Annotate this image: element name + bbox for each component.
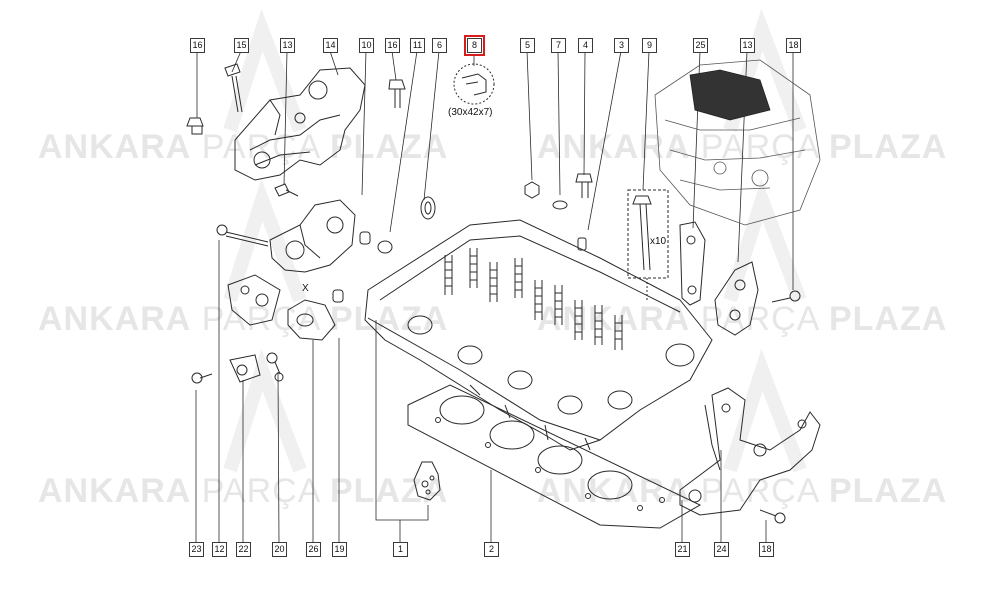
cylinder-head — [364, 219, 713, 451]
callout-15[interactable]: 15 — [234, 38, 249, 53]
sleeve — [577, 237, 587, 251]
housing — [287, 299, 336, 341]
bolt — [266, 352, 284, 382]
bolt — [274, 183, 299, 197]
callout-13[interactable]: 13 — [740, 38, 755, 53]
bolt — [771, 290, 801, 303]
bolt — [216, 224, 269, 247]
callout-1[interactable]: 1 — [393, 542, 408, 557]
callout-24[interactable]: 24 — [714, 542, 729, 557]
callout-25[interactable]: 25 — [693, 38, 708, 53]
callout-8-highlighted[interactable]: 8 — [464, 35, 485, 56]
callout-12[interactable]: 12 — [212, 542, 227, 557]
gearbox-mount-bracket — [679, 387, 821, 516]
bracket — [714, 261, 759, 336]
bolt-quantity-label: x10 — [650, 236, 667, 247]
callout-13[interactable]: 13 — [280, 38, 295, 53]
bracket — [679, 221, 706, 306]
lower-mount-bracket — [269, 199, 356, 273]
upper-engine-mount-bracket — [234, 67, 366, 181]
mark-x-label: X — [302, 283, 309, 294]
callout-18[interactable]: 18 — [786, 38, 801, 53]
camshaft-seal-detail — [453, 63, 495, 105]
callout-18[interactable]: 18 — [759, 542, 774, 557]
bolt — [575, 173, 593, 198]
callout-3[interactable]: 3 — [614, 38, 629, 53]
watermark-text: ANKARA PARÇA PLAZA — [38, 472, 449, 510]
callout-9[interactable]: 9 — [642, 38, 657, 53]
dowel-pin — [359, 231, 371, 245]
nut — [524, 181, 540, 199]
bushing — [377, 240, 393, 254]
bolt — [186, 117, 204, 135]
callout-20[interactable]: 20 — [272, 542, 287, 557]
cylinder-head-bolts — [627, 189, 669, 300]
gasket-kit-bag — [413, 461, 441, 501]
dowel-pin — [332, 289, 344, 303]
watermark-text: ANKARA PARÇA PLAZA — [38, 128, 449, 166]
callout-23[interactable]: 23 — [189, 542, 204, 557]
washer — [552, 200, 568, 210]
callout-10[interactable]: 10 — [359, 38, 374, 53]
callout-5[interactable]: 5 — [520, 38, 535, 53]
callout-2[interactable]: 2 — [484, 542, 499, 557]
callout-11[interactable]: 11 — [410, 38, 425, 53]
callout-22[interactable]: 22 — [236, 542, 251, 557]
callout-6[interactable]: 6 — [432, 38, 447, 53]
bolt — [759, 509, 786, 524]
watermark-text: ANKARA PARÇA PLAZA — [537, 472, 948, 510]
bolt — [388, 79, 406, 108]
callout-7[interactable]: 7 — [551, 38, 566, 53]
seal-ring — [420, 196, 436, 220]
bolt — [191, 372, 213, 384]
leader-lines — [195, 50, 794, 543]
bolt — [224, 63, 243, 113]
callout-14[interactable]: 14 — [323, 38, 338, 53]
valve-springs — [444, 248, 623, 350]
watermark-text: ANKARA PARÇA PLAZA — [38, 300, 449, 338]
callout-16[interactable]: 16 — [190, 38, 205, 53]
cylinder-head-gasket — [407, 384, 702, 529]
callout-26[interactable]: 26 — [306, 542, 321, 557]
callout-19[interactable]: 19 — [332, 542, 347, 557]
camshaft-journals — [407, 315, 695, 415]
plate-gasket — [227, 274, 281, 326]
callout-16[interactable]: 16 — [385, 38, 400, 53]
callout-4[interactable]: 4 — [578, 38, 593, 53]
engine-reference-image — [654, 59, 821, 226]
lifting-eye — [229, 354, 261, 383]
callout-21[interactable]: 21 — [675, 542, 690, 557]
seal-size-label: (30x42x7) — [448, 107, 493, 118]
